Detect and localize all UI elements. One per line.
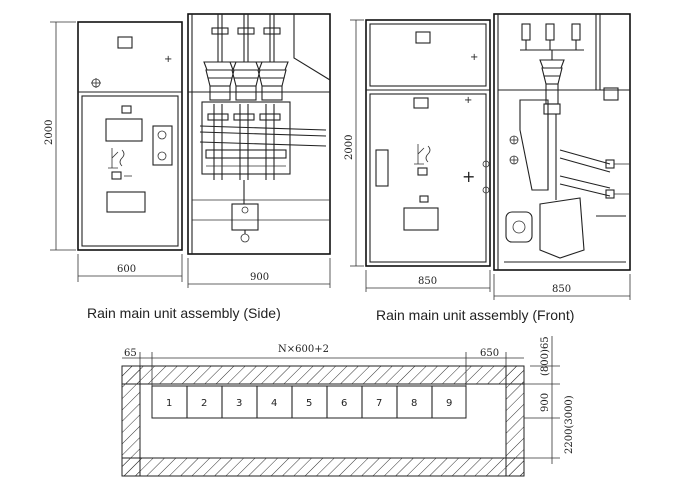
bushing-2	[229, 14, 263, 101]
front-height-label: 2000	[344, 135, 355, 160]
cabinet-label: 1	[166, 398, 172, 409]
front-view-cabinet-section	[493, 13, 631, 271]
side-height-dimension: 2000	[44, 21, 76, 251]
side-right-width-label: 900	[250, 272, 269, 283]
side-height-label: 2000	[44, 120, 55, 145]
front-left-width-dimension: 850	[365, 270, 491, 292]
cabinet-label: 9	[446, 398, 452, 409]
cabinet-label: 8	[411, 398, 417, 409]
svg-text:+: +	[470, 52, 478, 63]
front-height-dimension: 2000	[344, 19, 364, 267]
plan-top-label: (800)65	[540, 336, 551, 376]
plan-span-label: N×600+2	[278, 344, 329, 355]
side-view-cabinet-section	[187, 13, 331, 255]
front-view-caption: Rain main unit assembly (Front)	[376, 307, 574, 323]
plan-wall-right	[505, 365, 525, 477]
front-left-width-label: 850	[418, 276, 437, 287]
side-view-cabinet-front: +	[77, 21, 183, 251]
bushing-1	[203, 14, 237, 101]
cabinet-label: 6	[341, 398, 347, 409]
cabinet-label: 3	[236, 398, 242, 409]
front-right-width-label: 850	[552, 284, 571, 295]
side-left-width-label: 600	[117, 264, 136, 275]
svg-text:+: +	[462, 167, 475, 186]
svg-text:+: +	[164, 54, 172, 65]
cabinet-label: 5	[306, 398, 312, 409]
plan-left-margin-label: 65	[124, 348, 137, 359]
plan-depth-label: 900	[540, 393, 551, 412]
cabinet-label: 7	[376, 398, 382, 409]
cabinet-label: 4	[271, 398, 277, 409]
front-right-width-dimension: 850	[493, 274, 631, 300]
plan-wall-top	[121, 365, 525, 385]
plan-wall-left	[121, 365, 141, 477]
bushing-3	[255, 14, 289, 101]
plan-right-margin-label: 650	[480, 348, 499, 359]
floor-plan: 1 2 3 4 5 6 7 8 9 65 N×600+2 650 (800)65…	[121, 336, 575, 477]
side-right-width-dimension: 900	[187, 258, 331, 288]
plan-wall-bottom	[121, 457, 525, 477]
svg-text:+: +	[464, 95, 472, 106]
plan-room-depth-label: 2200(3000)	[564, 395, 575, 454]
cabinet-label: 2	[201, 398, 207, 409]
front-view-cabinet-front: + + +	[365, 19, 491, 267]
side-left-width-dimension: 600	[77, 254, 183, 282]
side-view-caption: Rain main unit assembly (Side)	[87, 305, 281, 321]
cabinet-row: 1 2 3 4 5 6 7 8 9	[151, 385, 467, 419]
